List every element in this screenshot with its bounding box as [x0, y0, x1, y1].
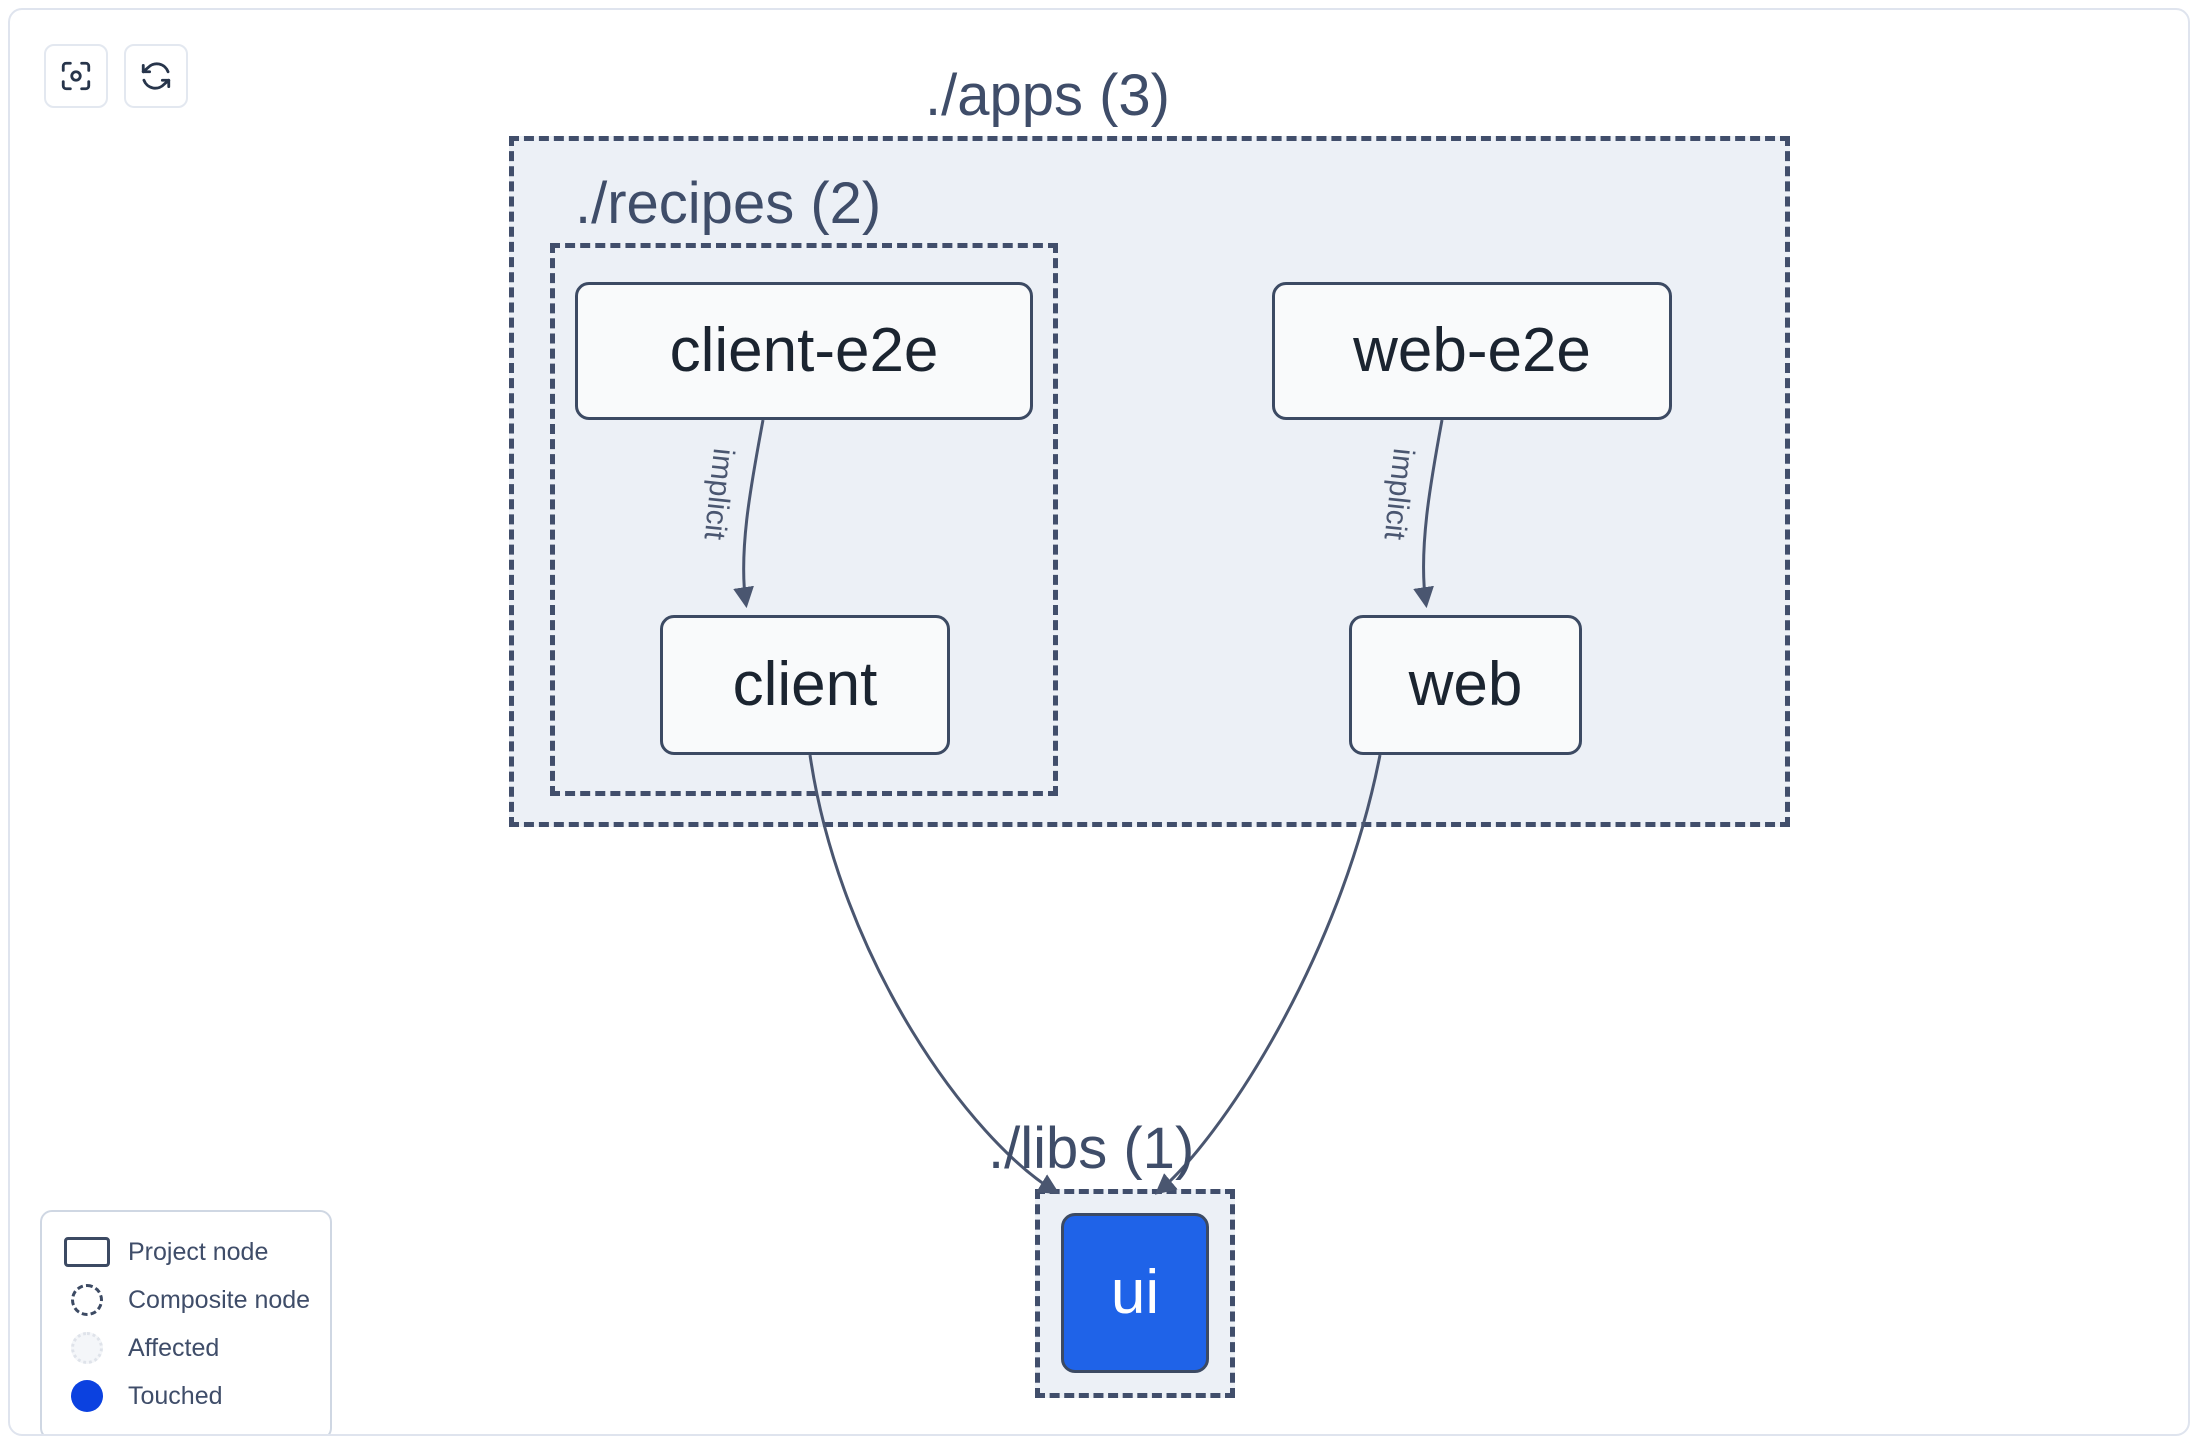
- project-node-web-e2e[interactable]: web-e2e: [1272, 282, 1672, 420]
- legend-label: Affected: [128, 1333, 220, 1362]
- node-label: client-e2e: [669, 316, 939, 385]
- project-node-client-e2e[interactable]: client-e2e: [575, 282, 1033, 420]
- node-label: web: [1408, 650, 1523, 719]
- project-node-swatch: [60, 1237, 114, 1267]
- group-label-recipes: ./recipes (2): [575, 171, 882, 236]
- legend-item-touched: Touched: [60, 1372, 312, 1420]
- graph-legend: Project node Composite node Affected Tou…: [40, 1210, 332, 1434]
- touched-swatch: [60, 1380, 114, 1412]
- node-label: web-e2e: [1353, 316, 1591, 385]
- node-label: client: [732, 650, 878, 719]
- project-graph-canvas[interactable]: ./apps (3) ./recipes (2) ./libs (1) impl…: [8, 8, 2190, 1436]
- group-label-libs: ./libs (1): [988, 1116, 1195, 1181]
- refresh-graph-button[interactable]: [124, 44, 188, 108]
- legend-label: Project node: [128, 1237, 269, 1266]
- legend-label: Composite node: [128, 1285, 311, 1314]
- legend-item-composite-node: Composite node: [60, 1276, 312, 1324]
- legend-item-project-node: Project node: [60, 1228, 312, 1276]
- node-label: ui: [1110, 1258, 1160, 1327]
- refresh-icon: [139, 59, 173, 93]
- focus-scan-icon: [59, 59, 93, 93]
- affected-swatch: [60, 1332, 114, 1364]
- graph-toolbar: [44, 44, 188, 108]
- project-node-ui[interactable]: ui: [1061, 1213, 1209, 1373]
- legend-item-affected: Affected: [60, 1324, 312, 1372]
- legend-label: Touched: [128, 1381, 223, 1410]
- composite-node-swatch: [60, 1284, 114, 1316]
- group-label-apps: ./apps (3): [925, 63, 1170, 128]
- group-box-recipes[interactable]: [550, 243, 1058, 796]
- focus-graph-button[interactable]: [44, 44, 108, 108]
- project-node-client[interactable]: client: [660, 615, 950, 755]
- project-node-web[interactable]: web: [1349, 615, 1582, 755]
